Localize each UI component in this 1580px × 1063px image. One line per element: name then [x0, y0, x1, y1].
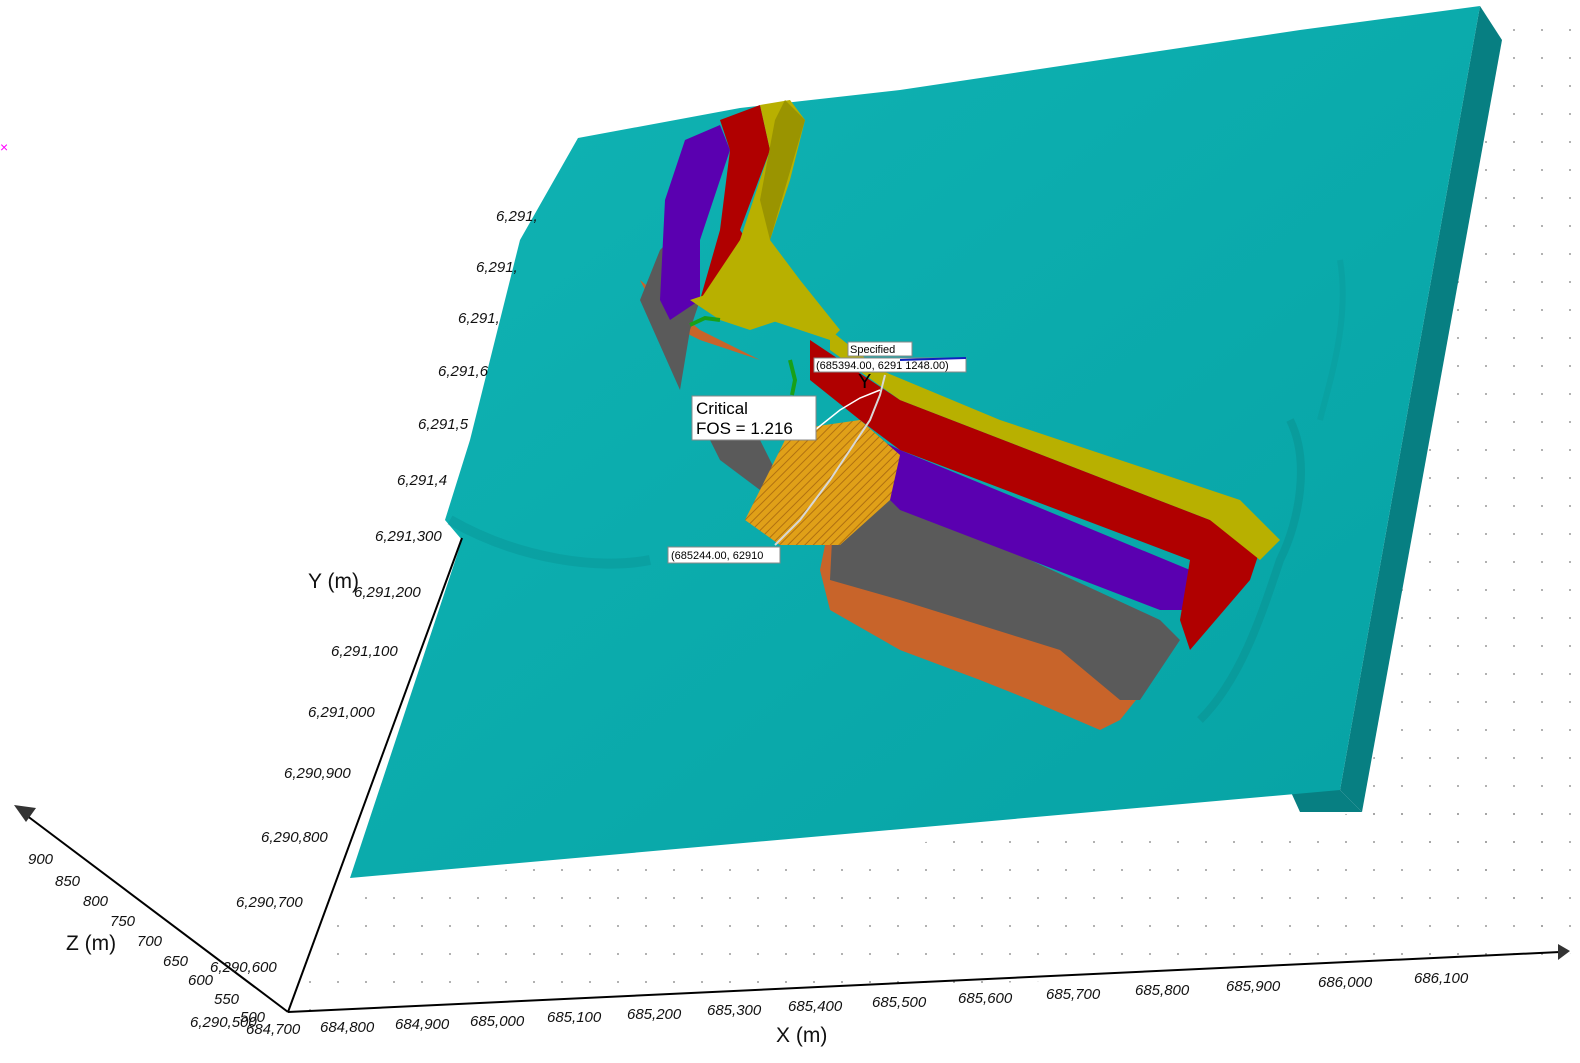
x-tick: 684,800 [320, 1019, 375, 1036]
grid-dots [285, 20, 1580, 1012]
x-tick: 685,200 [627, 1006, 682, 1023]
x-tick: 685,500 [872, 994, 927, 1011]
x-tick: 684,700 [246, 1021, 301, 1038]
purple-layer [660, 125, 730, 320]
z-tick: 900 [28, 851, 54, 868]
z-tick: 600 [188, 972, 214, 989]
x-axis-arrow-icon [1558, 944, 1570, 960]
specified-callout[interactable]: Specified (685394.00, 6291 1248.00) Y [813, 341, 967, 393]
y-axis-line [287, 537, 463, 1013]
fos-label: FOS = 1.216 [696, 419, 793, 438]
y-axis-ticks: 6,291, 6,291, 6,291, 6,291,6 6,291,5 6,2… [190, 208, 538, 1031]
z-tick: 850 [55, 873, 81, 890]
y-tick: 6,291,300 [375, 528, 442, 545]
y-tick: 6,291,000 [308, 704, 375, 721]
z-tick: 750 [110, 913, 136, 930]
x-tick: 685,100 [547, 1009, 602, 1026]
z-axis-arrow-icon [14, 805, 36, 822]
x-tick: 684,900 [395, 1016, 450, 1033]
x-tick: 686,000 [1318, 974, 1373, 991]
y-tick: 6,290,500 [190, 1014, 257, 1031]
slip-mass [745, 420, 900, 545]
x-tick: 685,800 [1135, 982, 1190, 999]
critical-fos-callout[interactable]: Critical FOS = 1.216 [691, 395, 817, 441]
z-tick: 500 [240, 1009, 266, 1026]
lower-coords-label: (685244.00, 62910 [671, 550, 763, 562]
y-axis-title: Y (m) [308, 570, 359, 593]
y-tick: 6,291, [458, 310, 500, 327]
y-tick: 6,291, [496, 208, 538, 225]
y-tick: 6,290,700 [236, 894, 303, 911]
terrain-side-wall [1340, 6, 1502, 812]
y-tick: 6,290,600 [210, 959, 277, 976]
z-tick: 800 [83, 893, 109, 910]
crosshair-icon: Y [858, 371, 871, 393]
x-tick: 685,700 [1046, 986, 1101, 1003]
x-tick: 685,400 [788, 998, 843, 1015]
z-tick: 700 [137, 933, 163, 950]
z-tick: 650 [163, 953, 189, 970]
z-axis-ticks: 900 850 800 750 700 650 600 550 500 [28, 851, 266, 1026]
z-axis-title: Z (m) [66, 932, 116, 955]
y-tick: 6,291,6 [438, 363, 489, 380]
lower-coords-callout[interactable]: (685244.00, 62910 [667, 546, 781, 564]
y-tick: 6,291,4 [397, 472, 447, 489]
specified-coords-label: (685394.00, 6291 1248.00) [816, 360, 949, 372]
y-tick: 6,291,200 [354, 584, 421, 601]
x-tick: 686,100 [1414, 970, 1469, 987]
x-tick: 685,000 [470, 1013, 525, 1030]
x-tick: 685,900 [1226, 978, 1281, 995]
x-tick: 685,600 [958, 990, 1013, 1007]
waste-dump-layers [640, 100, 1280, 730]
slip-surface [745, 374, 900, 546]
x-axis-ticks: 684,700 684,800 684,900 685,000 685,100 … [246, 970, 1469, 1038]
axes [14, 537, 1570, 1013]
origin-marker-icon: × [0, 139, 8, 155]
critical-label: Critical [696, 399, 748, 418]
z-axis-line [21, 811, 289, 1013]
x-axis-line [287, 951, 1561, 1013]
specified-label: Specified [850, 344, 895, 356]
y-tick: 6,290,800 [261, 829, 328, 846]
y-tick: 6,291,5 [418, 416, 469, 433]
y-tick: 6,291,100 [331, 643, 398, 660]
critical-slip-line [774, 374, 886, 546]
z-tick: 550 [214, 991, 240, 1008]
x-tick: 685,300 [707, 1002, 762, 1019]
y-tick: 6,290,900 [284, 765, 351, 782]
y-tick: 6,291, [476, 259, 518, 276]
x-axis-title: X (m) [776, 1024, 827, 1047]
